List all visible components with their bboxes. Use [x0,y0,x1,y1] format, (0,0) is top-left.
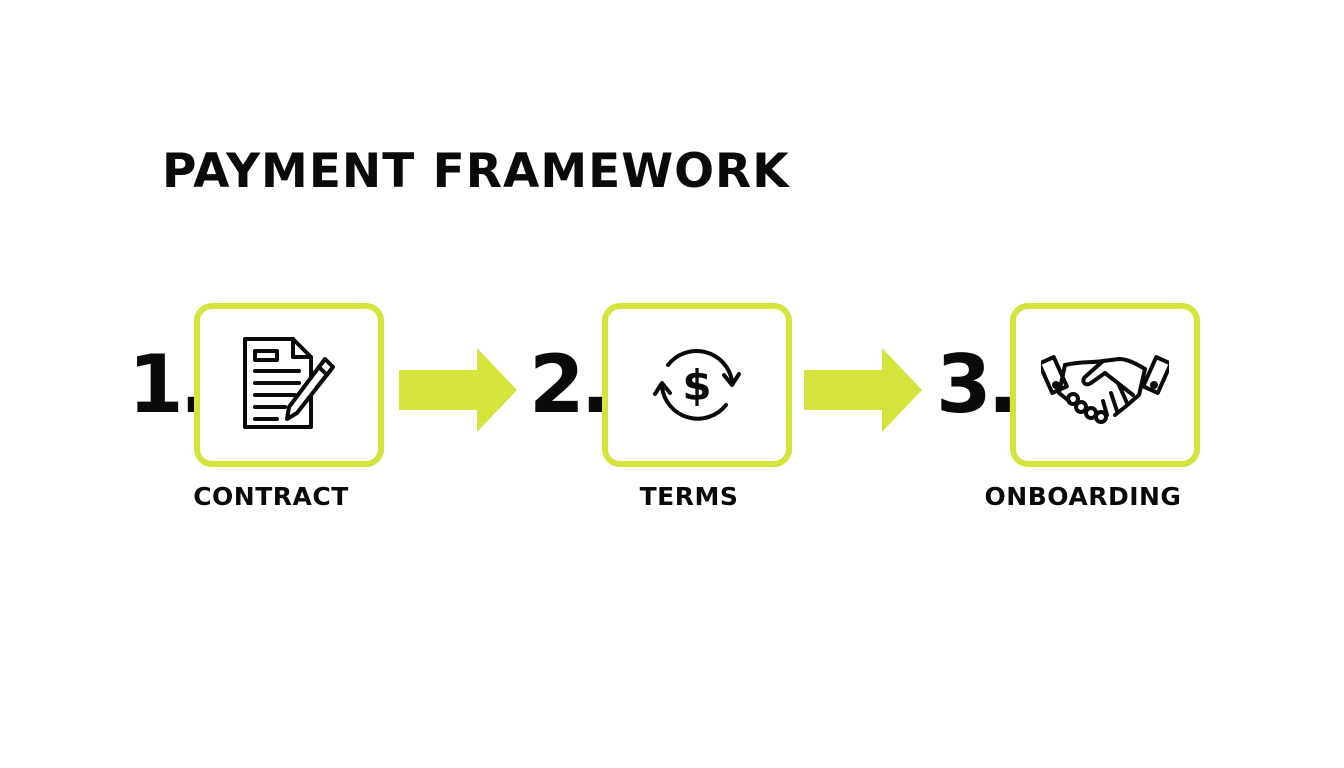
step-box-onboarding [1010,303,1200,467]
step-box-terms: $ [602,303,792,467]
step-number-2: 2. [529,338,611,431]
step-number-3: 3. [936,338,1018,431]
dollar-cycle-icon: $ [642,337,752,433]
page-title: PAYMENT FRAMEWORK [162,144,790,199]
handshake-icon [1041,345,1169,425]
svg-text:$: $ [682,361,711,410]
contract-document-pen-icon [237,335,341,435]
step-label-contract: CONTRACT [193,482,349,511]
step-box-contract [194,303,384,467]
arrow-right-icon [804,348,924,432]
step-label-terms: TERMS [639,482,739,511]
step-label-onboarding: ONBOARDING [984,482,1182,511]
arrow-right-icon [399,348,519,432]
